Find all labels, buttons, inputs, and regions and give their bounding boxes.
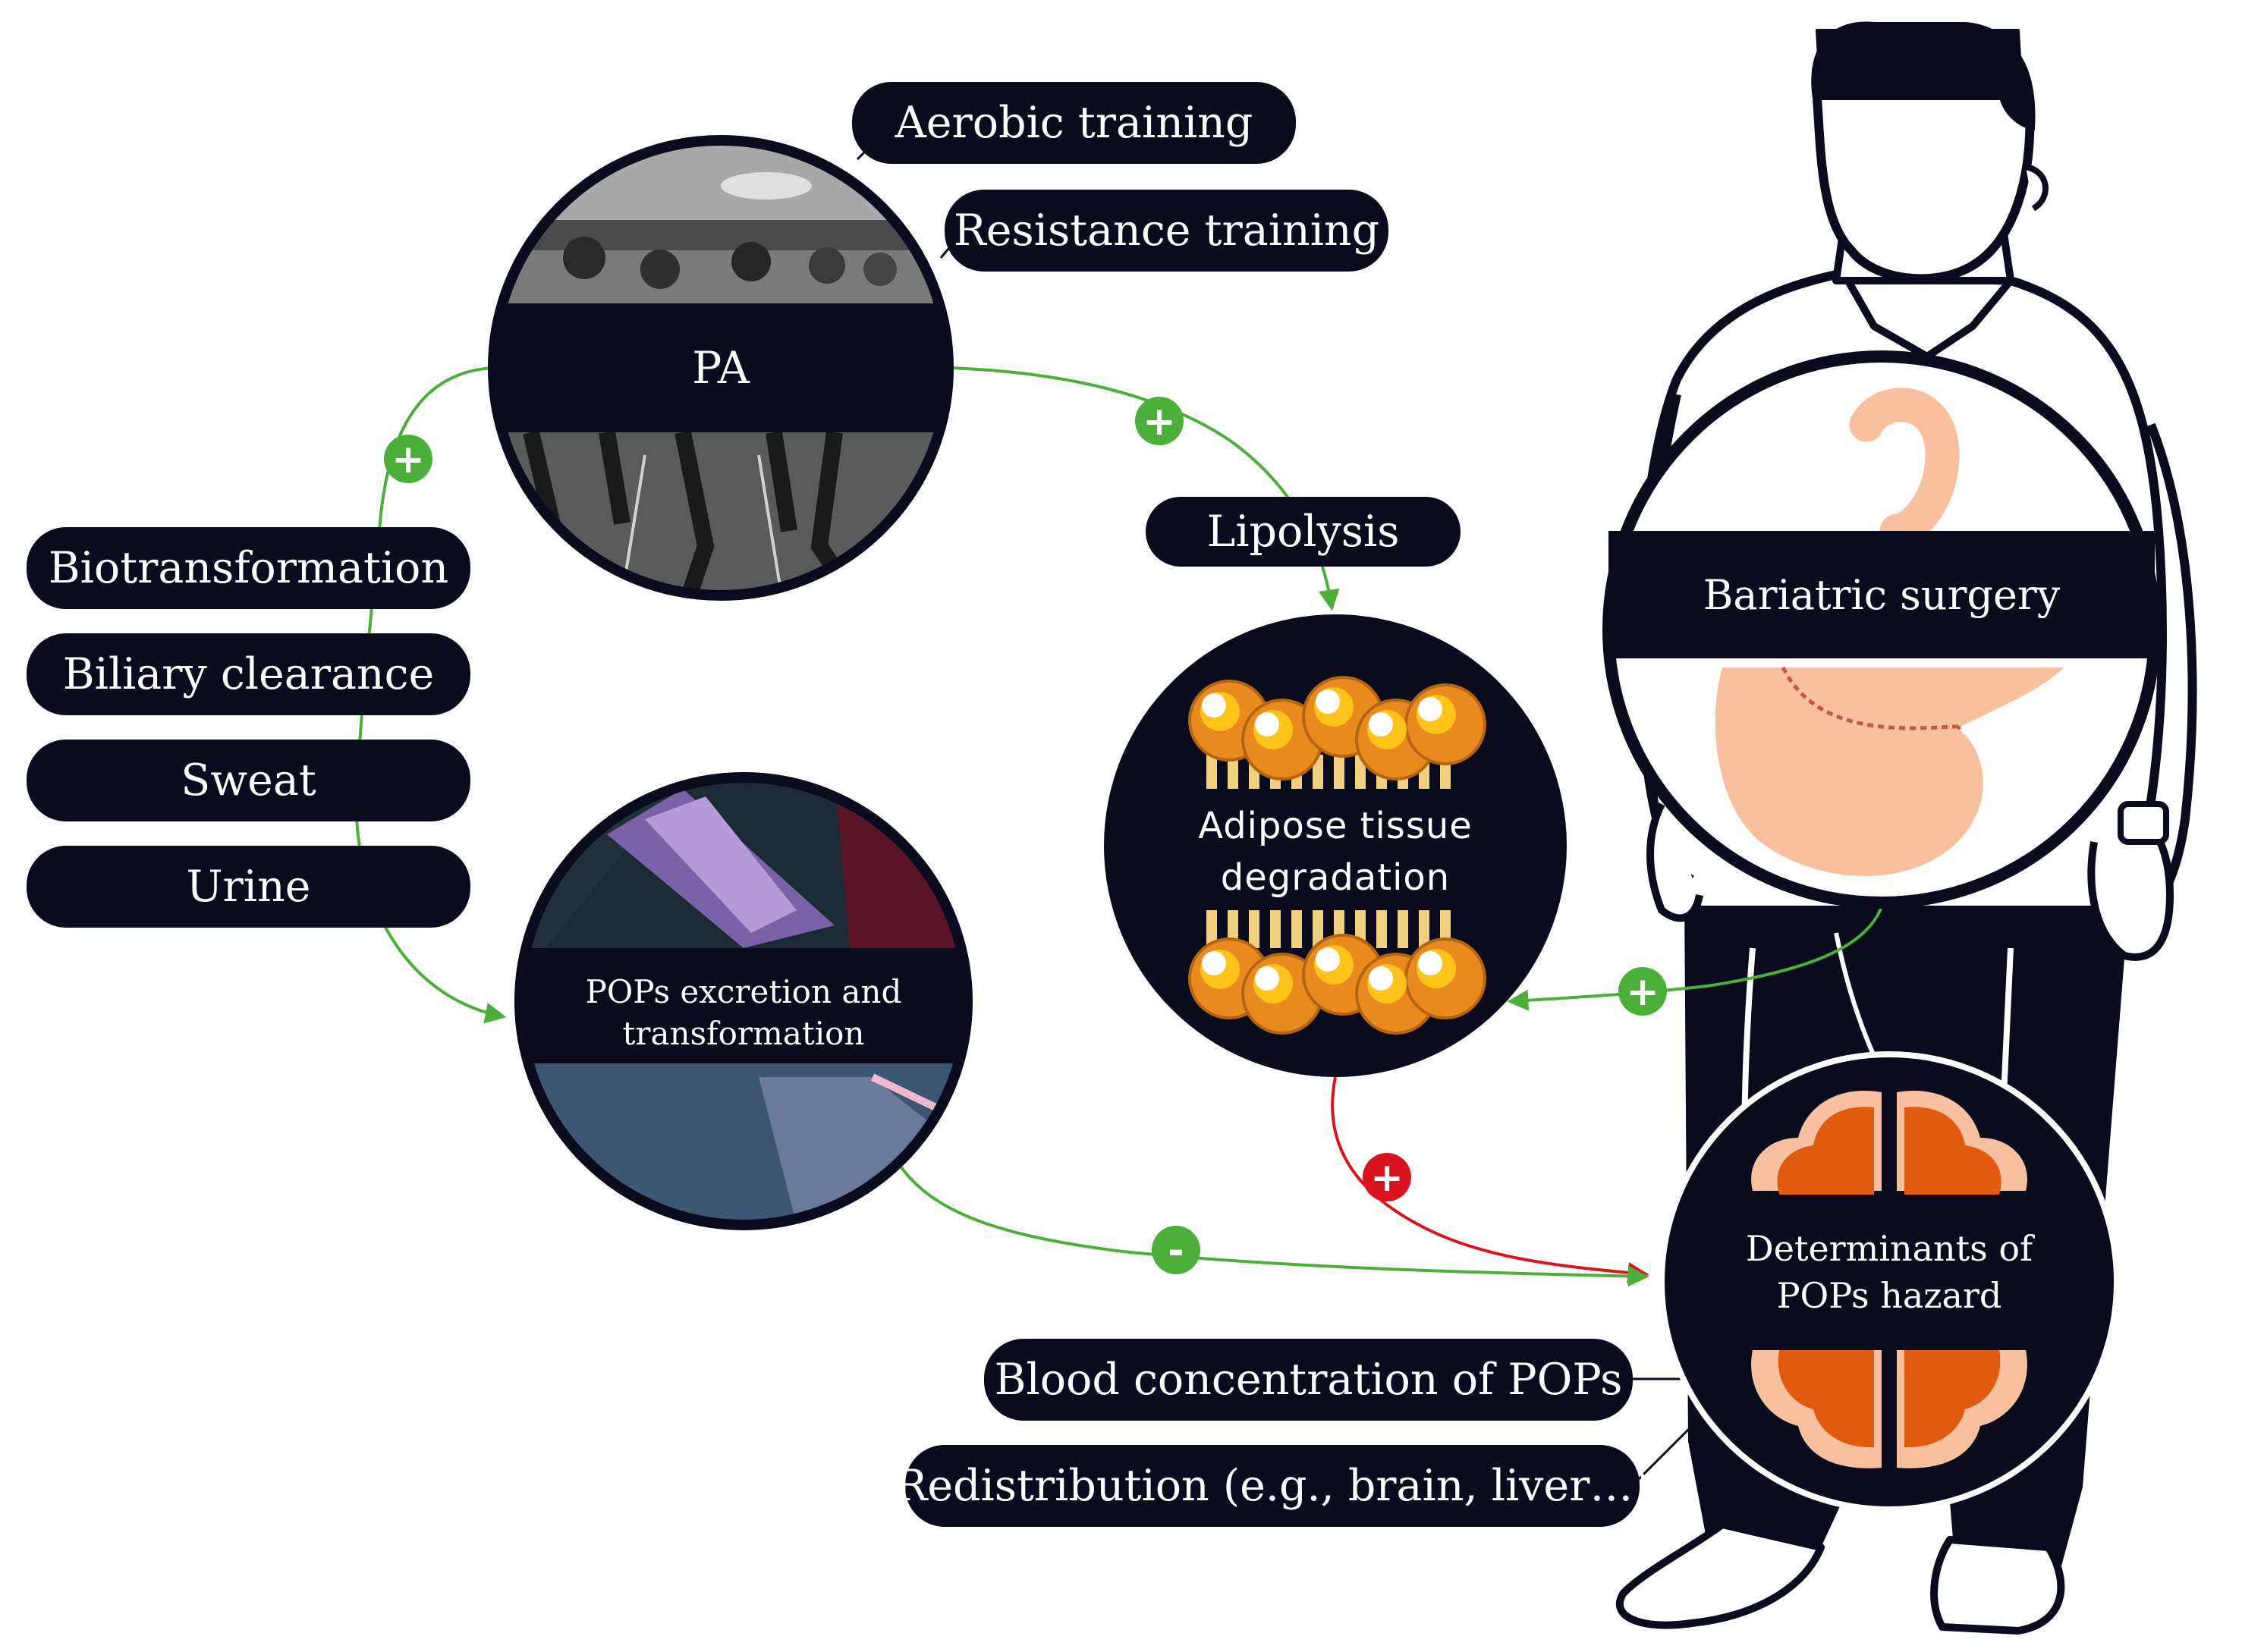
stomach-icon bbox=[1715, 388, 2064, 876]
edge-adipose-to-determinants bbox=[1331, 1076, 1649, 1283]
pill-lipolysis: Lipolysis bbox=[1146, 497, 1461, 567]
pill-redistribution: Redistribution (e.g., brain, liver…) bbox=[895, 1445, 1650, 1527]
svg-text:+: + bbox=[391, 437, 425, 482]
determinants-label: Determinants of POPs hazard bbox=[1745, 1228, 2033, 1316]
edge-pa-to-excretion bbox=[354, 366, 507, 1024]
pill-blood-concentration: Blood concentration of POPs bbox=[984, 1339, 1633, 1421]
sign-excretion-to-determinants: - bbox=[1152, 1226, 1200, 1274]
pill-aerobic-training: Aerobic training bbox=[852, 82, 1296, 164]
svg-text:+: + bbox=[1626, 969, 1659, 1015]
pill-sweat: Sweat bbox=[27, 740, 470, 821]
edge-redistribution-determinants bbox=[1637, 1417, 1701, 1481]
pill-biotransformation: Biotransformation bbox=[27, 527, 470, 609]
sign-pa-to-excretion: + bbox=[384, 435, 432, 483]
sign-bariatric-to-adipose: + bbox=[1618, 967, 1667, 1016]
node-pops-excretion bbox=[514, 772, 973, 1230]
sign-adipose-to-determinants: + bbox=[1363, 1153, 1411, 1201]
pill-resistance-training: Resistance training bbox=[945, 190, 1388, 272]
node-adipose bbox=[1104, 614, 1567, 1077]
bariatric-label: Bariatric surgery bbox=[1703, 571, 2061, 619]
node-bariatric bbox=[1602, 350, 2161, 909]
sign-pa-to-lipolysis: + bbox=[1135, 397, 1184, 445]
fat-cell-icon bbox=[1188, 676, 1486, 1035]
pa-label: PA bbox=[692, 342, 750, 394]
pill-urine: Urine bbox=[27, 846, 470, 928]
svg-text:+: + bbox=[1370, 1155, 1404, 1201]
node-determinants bbox=[1659, 1051, 2120, 1512]
cell-microscopy-photo bbox=[520, 777, 967, 1225]
adipose-label: Adipose tissue degradation bbox=[1198, 805, 1473, 899]
edge-pa-to-lipolysis bbox=[948, 366, 1340, 611]
svg-text:-: - bbox=[1168, 1228, 1184, 1274]
svg-text:+: + bbox=[1143, 399, 1176, 444]
pill-biliary-clearance: Biliary clearance bbox=[27, 633, 470, 715]
edge-bariatric-to-adipose bbox=[1507, 906, 1883, 1011]
brain-icon bbox=[1751, 1091, 2027, 1468]
sign-badges: + + + + - bbox=[384, 397, 1667, 1274]
pops-excretion-label: POPs excretion and transformation bbox=[585, 973, 902, 1052]
